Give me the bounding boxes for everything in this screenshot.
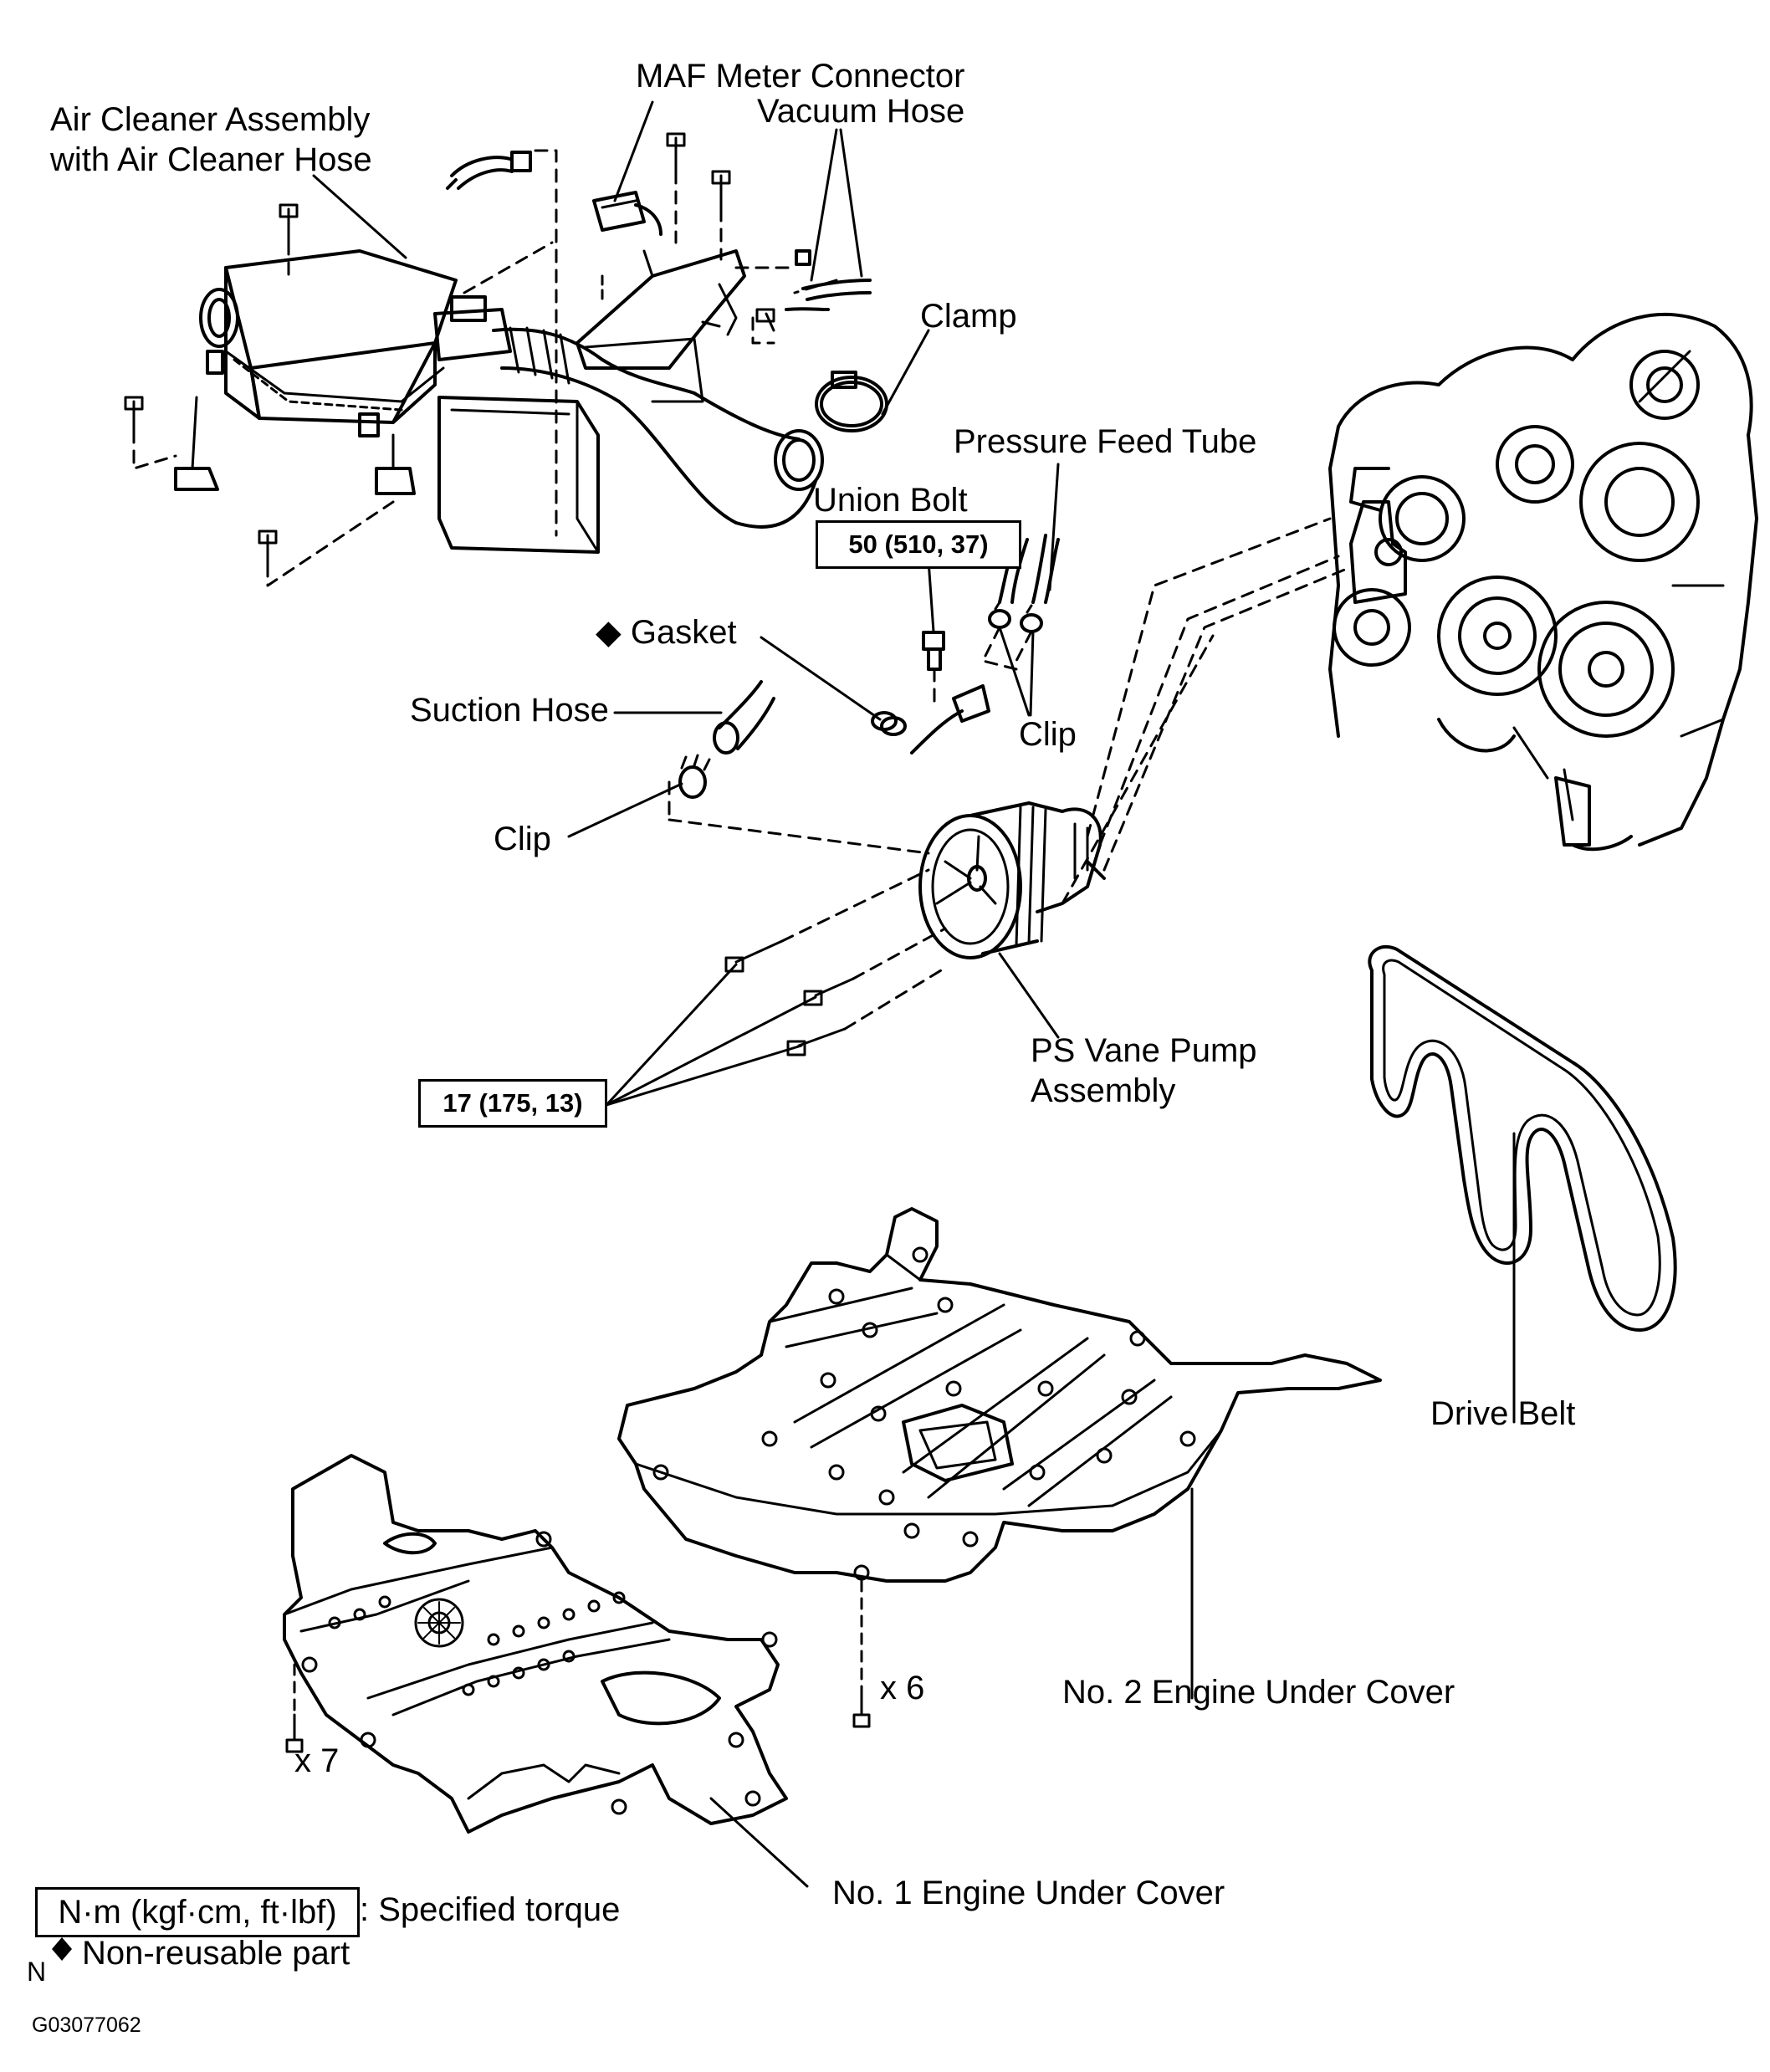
hose-clamp: [815, 371, 888, 432]
ps-vane-pump: [918, 801, 1106, 959]
no2-engine-under-cover: [617, 1207, 1382, 1583]
maf-connector: [592, 191, 662, 236]
torque-pump-bolts: 17 (175, 13): [418, 1079, 607, 1128]
pump-guide-lines: [668, 517, 1348, 1031]
cover-guide-lines: [293, 1579, 863, 1716]
label-clip-left: Clip: [494, 821, 551, 857]
label-qty-no2: x 6: [880, 1670, 925, 1706]
pump-bolts: [724, 939, 855, 1056]
cover-bolts: [285, 1688, 871, 1753]
leader-lines: [312, 100, 1516, 1888]
label-vacuum-hose: Vacuum Hose: [757, 93, 965, 130]
air-cleaner-bolts: [124, 132, 775, 566]
label-no2-cover: No. 2 Engine Under Cover: [1062, 1674, 1455, 1711]
union-bolt: [922, 631, 945, 671]
label-gasket: ◆ Gasket: [596, 613, 737, 652]
label-drive-belt: Drive Belt: [1430, 1395, 1576, 1432]
label-union-bolt: Union Bolt: [813, 482, 968, 519]
legend-torque-desc: : Specified torque: [360, 1891, 621, 1928]
non-reusable-marker: ◆: [596, 614, 622, 651]
legend-non-reusable: Non-reusable part: [82, 1935, 350, 1972]
gasket-text: Gasket: [630, 614, 737, 651]
breather-hose: [446, 151, 532, 190]
gasket-part: [871, 711, 907, 736]
suction-hose: [713, 680, 775, 755]
label-no1-cover: No. 1 Engine Under Cover: [832, 1875, 1225, 1911]
label-ps-pump-line2: Assembly: [1031, 1072, 1176, 1109]
no1-engine-under-cover: [283, 1454, 788, 1834]
assembly-guide-lines: [132, 149, 838, 587]
label-qty-no1: x 7: [294, 1742, 340, 1779]
north-mark: [52, 1937, 72, 1961]
label-air-cleaner-line1: Air Cleaner Assembly: [50, 101, 371, 138]
label-clamp: Clamp: [920, 298, 1017, 335]
label-clip-right: Clip: [1019, 716, 1077, 753]
figure-id: G03077062: [32, 2013, 141, 2037]
air-cleaner-assembly: [174, 249, 824, 554]
torque-union-bolt: 50 (510, 37): [816, 520, 1021, 569]
legend-north-letter: N: [27, 1957, 47, 1987]
label-maf-meter-connector: MAF Meter Connector: [636, 58, 965, 95]
clips-right: [988, 601, 1043, 633]
clip-left-part: [678, 754, 711, 799]
engine-block: [1328, 312, 1758, 852]
drive-belt: [1368, 944, 1677, 1332]
legend-torque-units: N·m (kgf·cm, ft·lbf): [35, 1887, 360, 1937]
vacuum-hose: [785, 249, 872, 311]
label-suction-hose: Suction Hose: [410, 692, 609, 729]
label-air-cleaner-line2: with Air Cleaner Hose: [50, 141, 372, 178]
label-ps-pump-line1: PS Vane Pump: [1031, 1032, 1257, 1069]
label-pressure-feed-tube: Pressure Feed Tube: [954, 423, 1257, 460]
